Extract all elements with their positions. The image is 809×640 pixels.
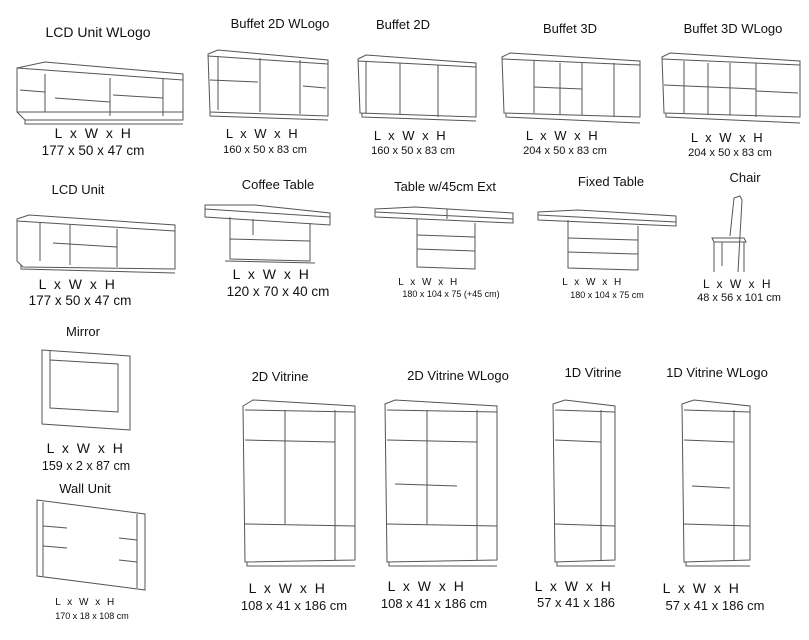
dimension-label: L x W x H bbox=[225, 126, 299, 141]
product-title: Fixed Table bbox=[577, 174, 645, 189]
dimensions: 170 x 18 x 108 cm bbox=[55, 611, 129, 621]
dimensions: 57 x 41 x 186 cm bbox=[665, 598, 765, 613]
dimension-label: L x W x H bbox=[38, 276, 116, 292]
dimension-label: L x W x H bbox=[387, 578, 465, 594]
wall-unit-drawing bbox=[36, 499, 146, 591]
dimensions: 160 x 50 x 83 cm bbox=[371, 145, 455, 157]
dimensions: 177 x 50 x 47 cm bbox=[28, 293, 132, 308]
dimension-label: L x W x H bbox=[373, 128, 447, 143]
product-title: Buffet 2D bbox=[376, 17, 430, 32]
product-title: 1D Vitrine bbox=[564, 365, 622, 380]
product-title: Mirror bbox=[66, 324, 100, 339]
product-title: Wall Unit bbox=[59, 481, 111, 496]
2d-vitrine-drawing bbox=[242, 399, 356, 567]
dimension-label: L x W x H bbox=[702, 277, 772, 291]
dimensions: 180 x 104 x 75 cm bbox=[570, 290, 644, 300]
dimensions: 48 x 56 x 101 cm bbox=[697, 292, 781, 304]
dimensions: 57 x 41 x 186 bbox=[536, 595, 616, 610]
dimensions: 204 x 50 x 83 cm bbox=[523, 145, 607, 157]
dimensions: 204 x 50 x 83 cm bbox=[688, 147, 772, 159]
dimensions: 120 x 70 x 40 cm bbox=[226, 284, 330, 299]
coffee-table-drawing bbox=[204, 204, 331, 264]
buffet-3d-wlogo-drawing bbox=[661, 52, 801, 124]
lcd-unit-drawing bbox=[16, 214, 176, 274]
dimensions: 180 x 104 x 75 (+45 cm) bbox=[402, 289, 500, 299]
product-title: Buffet 3D bbox=[543, 21, 597, 36]
dimensions: 159 x 2 x 87 cm bbox=[41, 459, 131, 473]
2d-vitrine-wlogo-drawing bbox=[384, 399, 498, 567]
dimensions: 160 x 50 x 83 cm bbox=[223, 144, 307, 156]
product-title: LCD Unit bbox=[51, 182, 105, 197]
dimension-label: L x W x H bbox=[534, 578, 612, 594]
mirror-drawing bbox=[41, 349, 131, 431]
dimension-label: L x W x H bbox=[662, 580, 740, 596]
product-title: LCD Unit WLogo bbox=[45, 24, 151, 40]
dimension-label: L x W x H bbox=[54, 125, 132, 141]
dimension-label: L x W x H bbox=[55, 597, 115, 608]
fixed-table-drawing bbox=[537, 209, 677, 271]
product-title: 2D Vitrine bbox=[251, 369, 309, 384]
dimension-label: L x W x H bbox=[690, 130, 764, 145]
chair-drawing bbox=[711, 195, 747, 273]
product-title: 2D Vitrine WLogo bbox=[407, 368, 509, 383]
dimensions: 177 x 50 x 47 cm bbox=[41, 143, 145, 158]
product-title: Chair bbox=[729, 170, 761, 185]
dimension-label: L x W x H bbox=[562, 277, 622, 288]
dimension-label: L x W x H bbox=[525, 128, 599, 143]
1d-vitrine-drawing bbox=[552, 399, 616, 567]
buffet-3d-drawing bbox=[501, 52, 641, 124]
buffet-2d-wlogo-drawing bbox=[207, 49, 329, 121]
product-title: 1D Vitrine WLogo bbox=[666, 365, 768, 380]
dimensions: 108 x 41 x 186 cm bbox=[380, 596, 488, 611]
1d-vitrine-wlogo-drawing bbox=[681, 399, 751, 567]
dimension-label: L x W x H bbox=[46, 440, 124, 456]
table-ext-drawing bbox=[374, 206, 514, 270]
dimensions: 108 x 41 x 186 cm bbox=[240, 598, 348, 613]
dimension-label: L x W x H bbox=[398, 277, 458, 288]
product-title: Coffee Table bbox=[241, 177, 315, 192]
buffet-2d-drawing bbox=[357, 54, 477, 122]
product-title: Buffet 3D WLogo bbox=[683, 21, 783, 36]
product-title: Table w/45cm Ext bbox=[394, 179, 496, 194]
dimension-label: L x W x H bbox=[232, 266, 310, 282]
dimension-label: L x W x H bbox=[248, 580, 326, 596]
product-title: Buffet 2D WLogo bbox=[230, 16, 330, 31]
lcd-unit-wlogo-drawing bbox=[16, 61, 184, 125]
